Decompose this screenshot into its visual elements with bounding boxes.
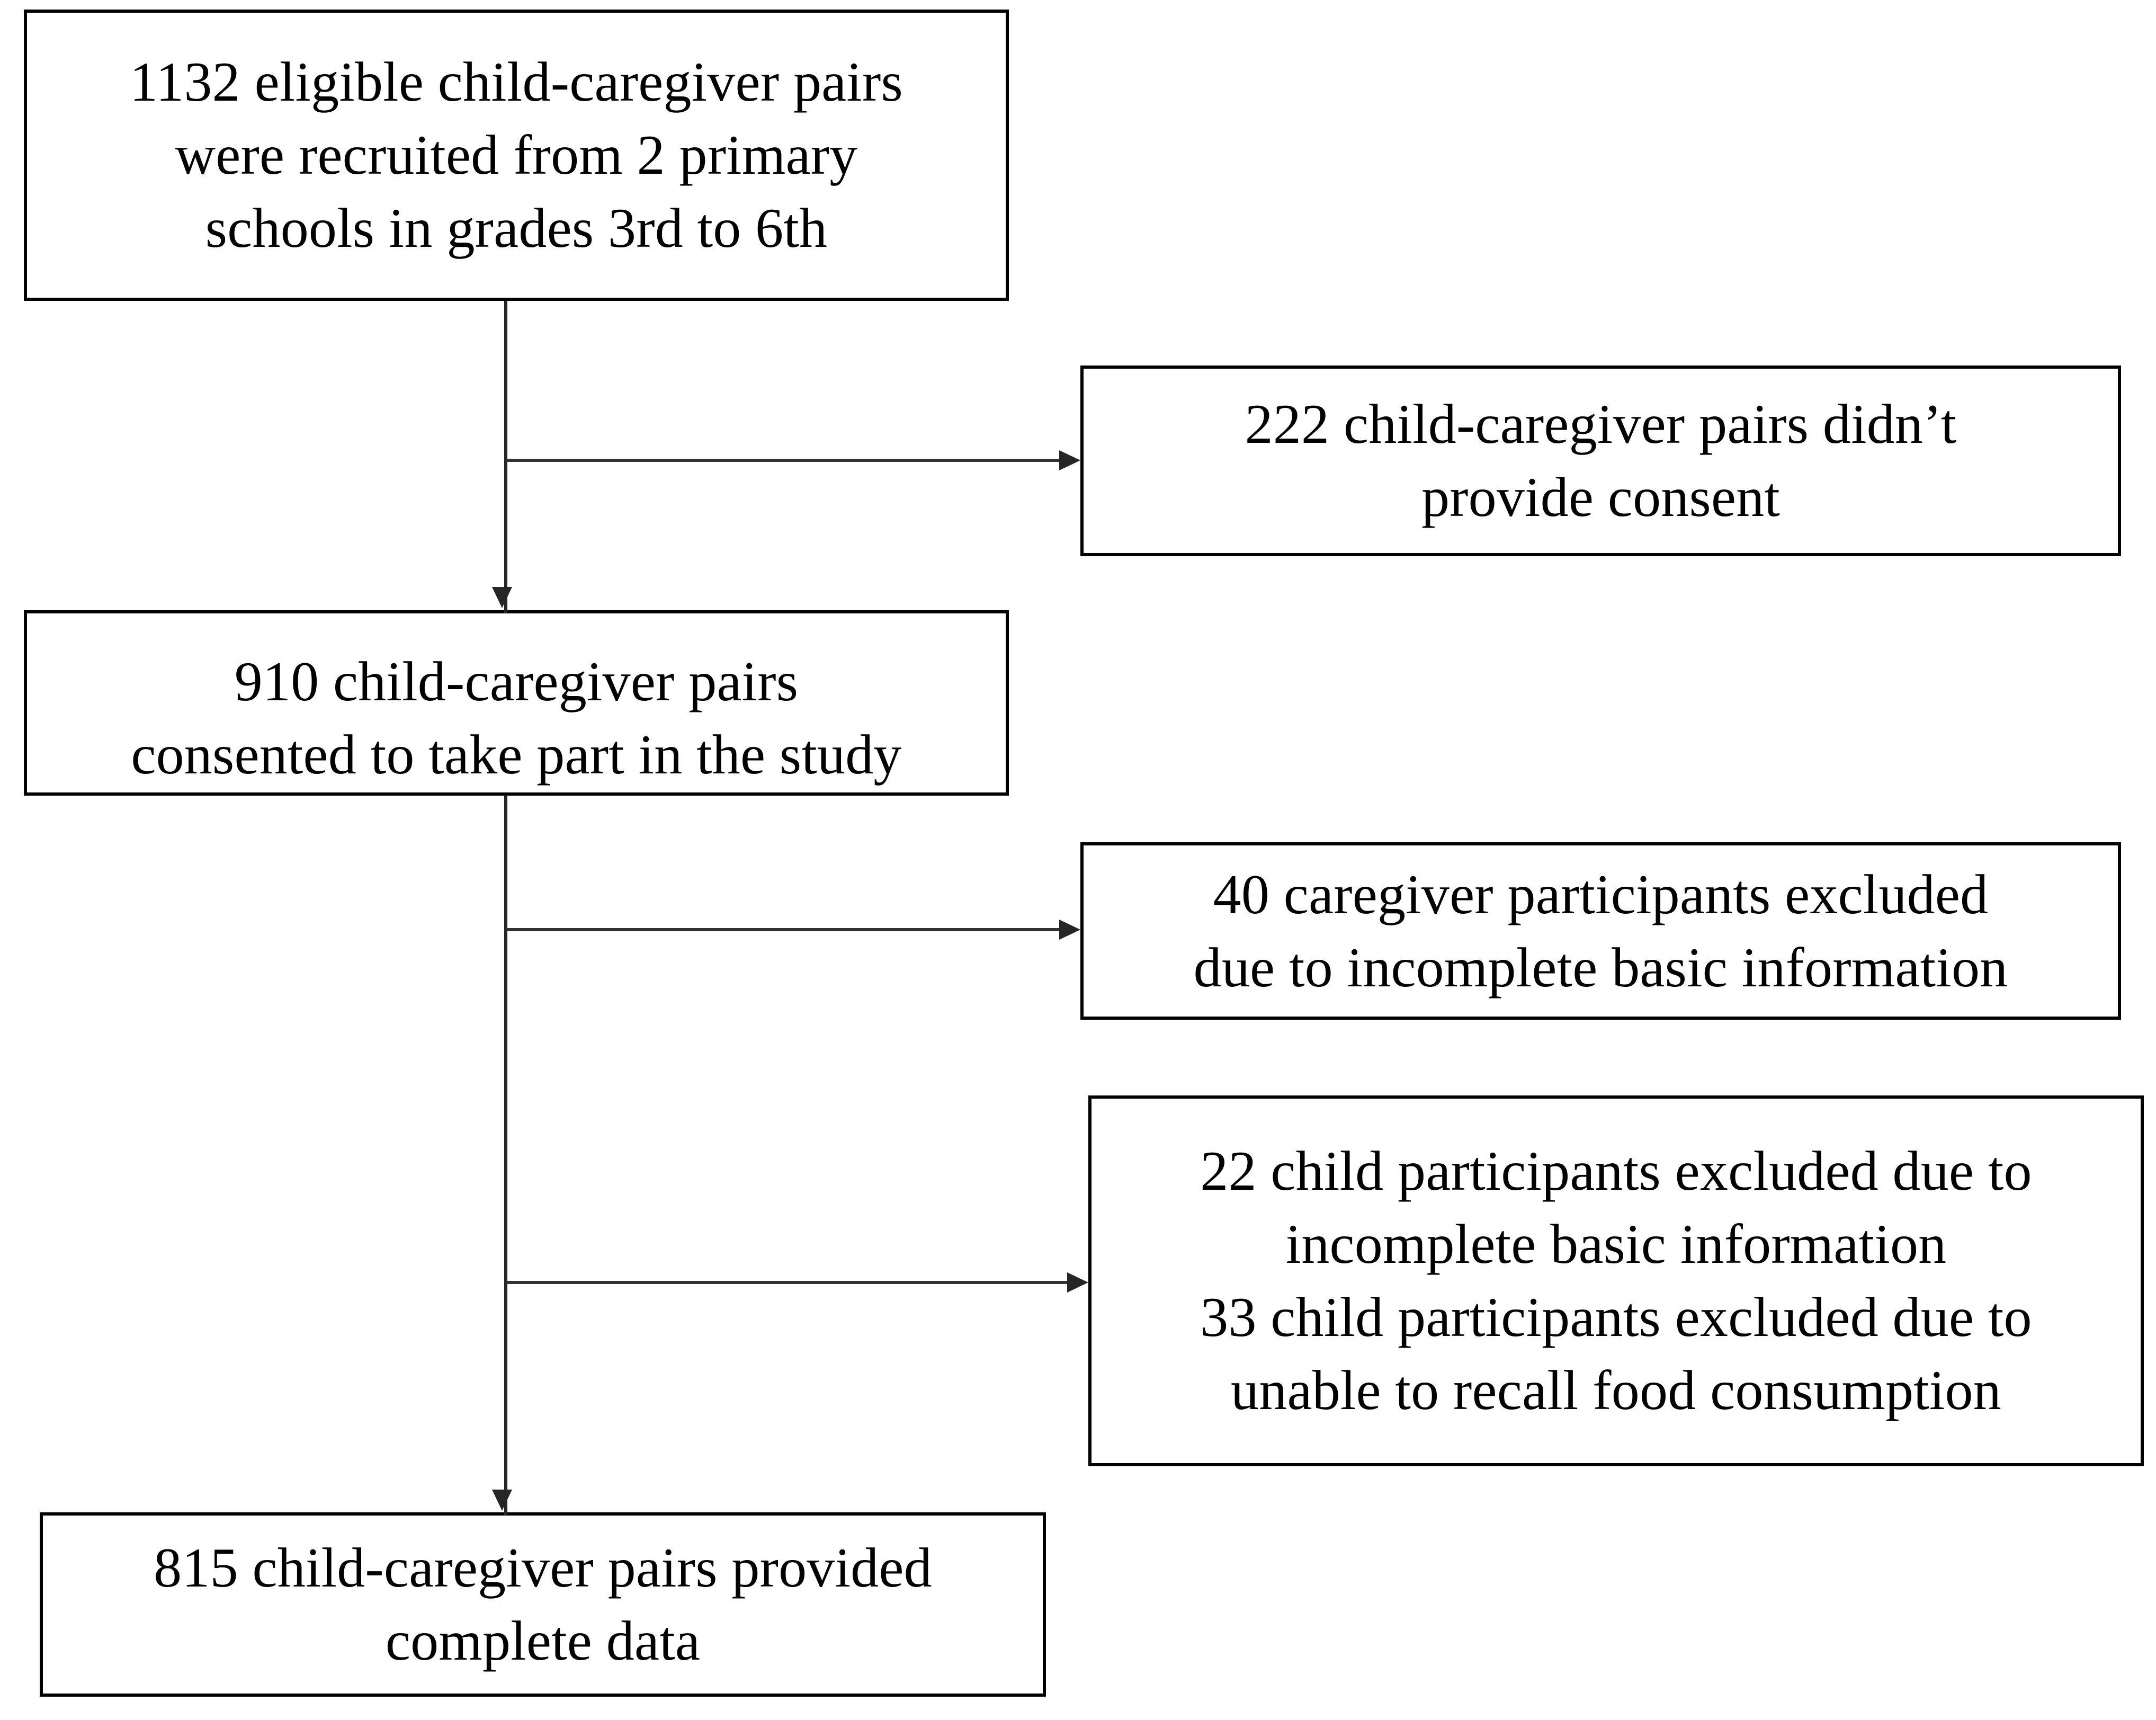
node-complete-data: 815 child-caregiver pairs provided compl… [40,1512,1046,1697]
connector-recruited-to-no-consent [506,459,1068,462]
node-recruited-pairs: 1132 eligible child-caregiver pairs were… [24,10,1009,301]
node-complete-data-line-2: complete data [385,1610,701,1672]
arrowhead-right-icon [1067,1272,1088,1293]
node-excluded-children-line-3: 33 child participants excluded due to [1200,1286,2032,1348]
node-excluded-caregivers-line-2: due to incomplete basic information [1193,936,2008,999]
node-no-consent-line-1: 222 child-caregiver pairs didn’t [1245,393,1957,456]
arrowhead-right-icon [1059,450,1080,470]
arrowhead-right-icon [1059,920,1080,940]
node-excluded-children: 22 child participants excluded due to in… [1088,1095,2144,1466]
connector-consented-to-excluded-caregivers [506,928,1068,931]
connector-recruited-to-consented [504,301,507,613]
node-excluded-children-line-4: unable to recall food consumption [1231,1359,2001,1421]
arrowhead-down-icon [492,587,512,608]
node-excluded-children-line-2: incomplete basic information [1285,1213,1947,1276]
node-complete-data-line-1: 815 child-caregiver pairs provided [154,1537,932,1599]
node-recruited-line-2: were recruited from 2 primary [175,124,858,186]
connector-consented-to-excluded-children [506,1281,1076,1284]
node-recruited-line-3: schools in grades 3rd to 6th [205,197,828,259]
node-consented-pairs: 910 child-caregiver pairs consented to t… [24,610,1009,796]
connector-consented-to-complete [504,796,507,1515]
node-no-consent-line-2: provide consent [1421,466,1781,528]
node-no-consent: 222 child-caregiver pairs didn’t provide… [1080,366,2121,556]
arrowhead-down-icon [492,1490,512,1511]
node-consented-line-2: consented to take part in the study [131,723,902,786]
node-consented-line-1: 910 child-caregiver pairs [234,650,799,712]
node-excluded-caregivers-line-1: 40 caregiver participants excluded [1213,863,1989,925]
node-excluded-children-line-1: 22 child participants excluded due to [1200,1140,2032,1202]
node-recruited-line-1: 1132 eligible child-caregiver pairs [130,51,903,113]
node-excluded-caregivers: 40 caregiver participants excluded due t… [1080,842,2121,1020]
